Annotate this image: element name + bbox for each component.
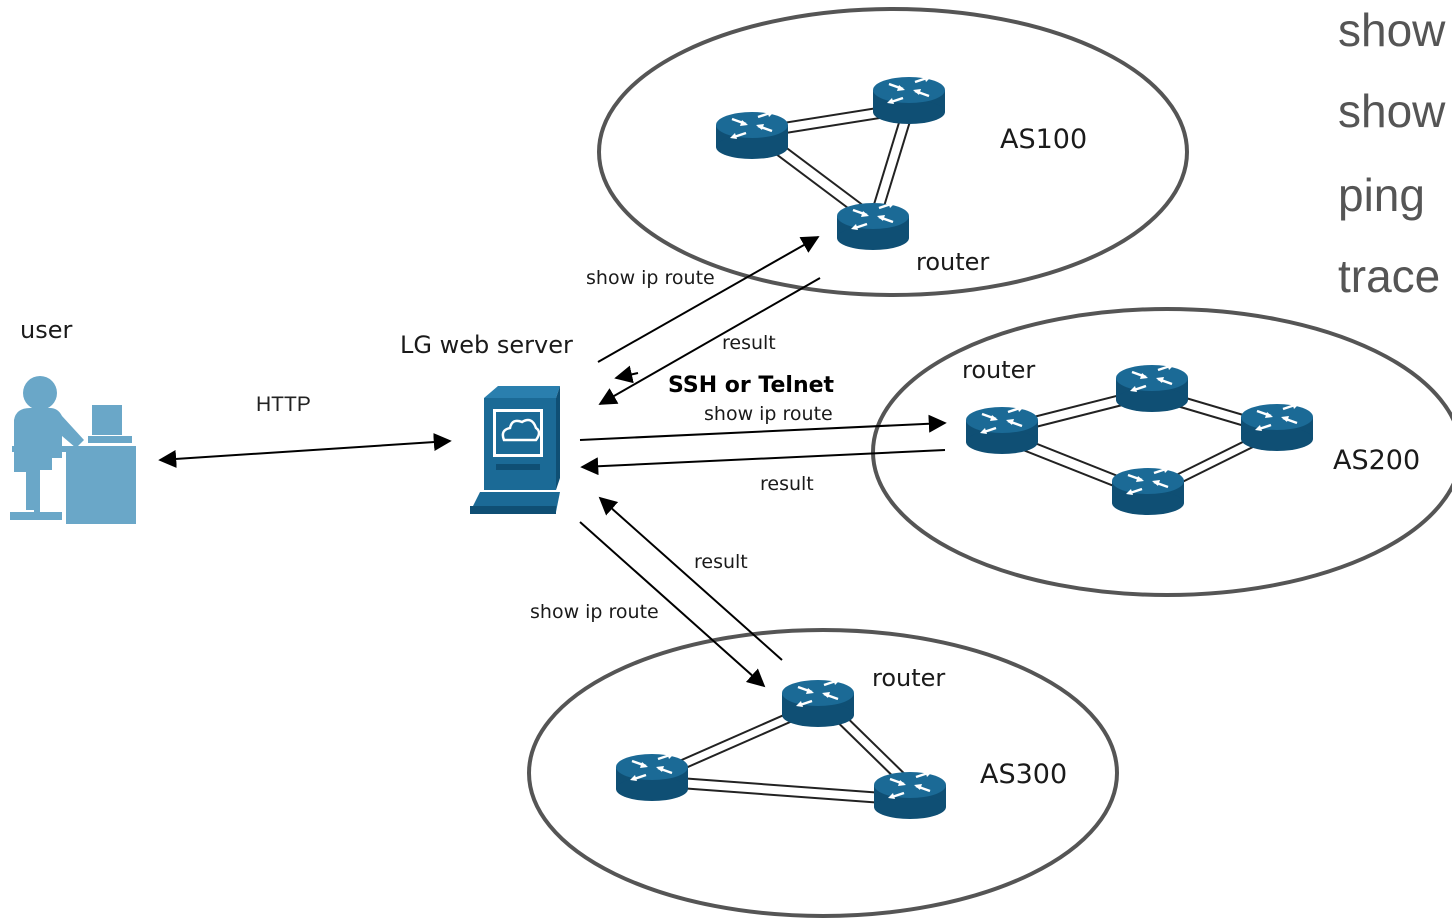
as200-label: AS200 bbox=[1333, 445, 1420, 476]
cmd-as300-arrow bbox=[579, 521, 766, 688]
router-as200-label: router bbox=[962, 356, 1035, 384]
router-icon bbox=[835, 200, 911, 252]
router-icon bbox=[872, 769, 948, 821]
http-label: HTTP bbox=[256, 393, 311, 416]
router-icon bbox=[614, 751, 690, 803]
cmd-as300-label: show ip route bbox=[530, 601, 659, 623]
result-as300-label: result bbox=[694, 551, 748, 573]
result-as200-arrow bbox=[580, 449, 946, 476]
command-item: ping bbox=[1338, 169, 1425, 221]
result-as200-label: result bbox=[760, 473, 814, 495]
as200-ellipse bbox=[871, 307, 1452, 597]
router-icon bbox=[780, 677, 856, 729]
router-icon bbox=[1114, 362, 1190, 414]
arrows bbox=[158, 236, 947, 688]
as300-ellipse bbox=[527, 628, 1119, 918]
user-label: user bbox=[20, 316, 72, 344]
command-item: show bbox=[1338, 4, 1446, 56]
router-icon bbox=[871, 74, 947, 126]
router-icon bbox=[1239, 401, 1315, 453]
router-icon bbox=[714, 109, 790, 161]
http-arrow bbox=[158, 433, 452, 468]
router-as100-label: router bbox=[916, 248, 989, 276]
lg-web-server-label: LG web server bbox=[400, 331, 573, 359]
router-as300-label: router bbox=[872, 664, 945, 692]
command-item: show bbox=[1338, 85, 1446, 137]
cmd-as100-arrow bbox=[597, 236, 820, 363]
cmd-as100-label: show ip route bbox=[586, 267, 715, 289]
ssh-telnet-label: SSH or Telnet bbox=[668, 373, 835, 398]
result-as300-arrow bbox=[598, 496, 783, 661]
result-as100-arrow bbox=[598, 277, 821, 405]
as100-ellipse bbox=[597, 7, 1189, 297]
small-arrow bbox=[614, 365, 639, 384]
router-icon bbox=[1110, 465, 1186, 517]
web-server-icon bbox=[470, 386, 560, 514]
result-as100-label: result bbox=[722, 332, 776, 354]
user-at-computer-icon bbox=[10, 376, 136, 524]
cmd-as200-arrow bbox=[579, 414, 947, 441]
as300-label: AS300 bbox=[980, 759, 1067, 790]
cmd-as200-label: show ip route bbox=[704, 403, 833, 425]
router-icon bbox=[964, 404, 1040, 456]
as100-label: AS100 bbox=[1000, 124, 1087, 155]
command-item: trace bbox=[1338, 250, 1440, 302]
